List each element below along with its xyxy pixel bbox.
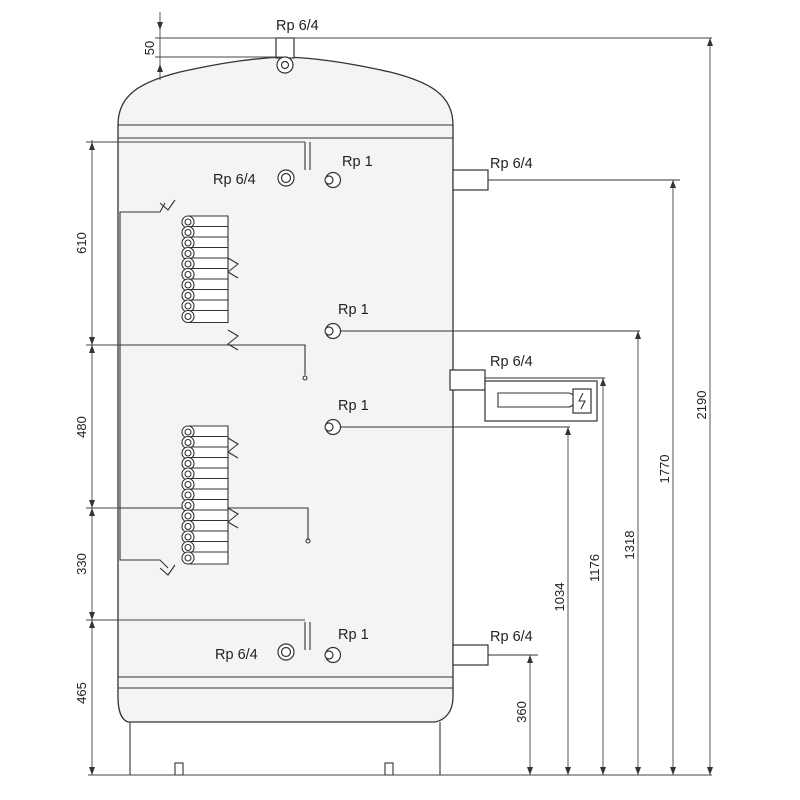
coil-turn-core <box>184 533 192 541</box>
coil-turn-core <box>184 260 192 268</box>
dim-left-2: 480 <box>74 416 89 438</box>
dim-right-1034: 1034 <box>552 583 567 612</box>
upper-sensor-label: Rp 1 <box>342 154 373 170</box>
coil-turn-core <box>184 218 192 226</box>
coil-turn-core <box>184 312 192 321</box>
dim-right-1770: 1770 <box>657 455 672 484</box>
coil-turn-core <box>184 449 192 457</box>
coil-turn-core <box>184 228 192 237</box>
bottom-left-port <box>277 643 295 661</box>
coil-turn-core <box>184 438 192 447</box>
upper-left-port <box>277 169 295 187</box>
upper-sensor-port <box>324 171 342 189</box>
coil-turn-core <box>184 459 192 468</box>
coil-turn-core <box>184 302 192 310</box>
upper-left-label: Rp 6/4 <box>213 172 256 188</box>
top-connection-label: Rp 6/4 <box>276 18 319 34</box>
lower-sensor-port <box>324 418 342 436</box>
coil-turn-core <box>184 554 192 562</box>
coil-turn <box>188 551 229 565</box>
dim-right-360: 360 <box>514 701 529 723</box>
mid-sensor-label: Rp 1 <box>338 302 369 318</box>
heater-label: Rp 6/4 <box>490 354 533 370</box>
coil-turn-core <box>184 480 192 489</box>
bottom-right-label: Rp 6/4 <box>490 629 533 645</box>
coil-turn-core <box>184 270 192 279</box>
dim-left-1: 610 <box>74 232 89 254</box>
upper-coil <box>181 215 229 324</box>
dimension-lines <box>86 12 712 776</box>
coil-turn-core <box>184 522 192 531</box>
coil-turn-core <box>184 543 192 552</box>
electric-heater <box>449 369 605 422</box>
bottom-sensor-port <box>324 646 342 664</box>
coil-turn <box>188 309 229 324</box>
dim-top-offset: 50 <box>142 41 157 55</box>
coil-turn-core <box>184 428 192 436</box>
upper-right-label: Rp 6/4 <box>490 156 533 172</box>
dim-left-3: 330 <box>74 553 89 575</box>
dim-right-2190: 2190 <box>694 391 709 420</box>
dimension-arrows <box>89 22 713 775</box>
sensor-wells <box>302 142 311 650</box>
coil-turn-core <box>184 501 192 510</box>
coil-exchangers <box>119 199 309 576</box>
coil-turn-core <box>184 470 192 478</box>
coil-turn-core <box>184 512 192 520</box>
bottom-sensor-label: Rp 1 <box>338 627 369 643</box>
coil-turn-core <box>184 249 192 258</box>
tank-shell <box>117 56 454 723</box>
dim-right-1176: 1176 <box>587 554 602 582</box>
bottom-right-nozzle <box>452 644 538 666</box>
bottom-left-label: Rp 6/4 <box>215 647 258 663</box>
tank-stand <box>129 722 441 776</box>
coil-turn-core <box>184 281 192 289</box>
coil-turn-core <box>184 239 192 247</box>
upper-right-nozzle <box>452 169 680 191</box>
lower-sensor-label: Rp 1 <box>338 398 369 414</box>
coil-turn-core <box>184 291 192 300</box>
dim-left-4: 465 <box>74 682 89 704</box>
top-connection <box>275 37 295 74</box>
coil-turn-core <box>184 491 192 499</box>
lower-coil <box>181 425 229 565</box>
dim-right-1318: 1318 <box>622 531 637 560</box>
mid-sensor-port <box>324 322 342 340</box>
